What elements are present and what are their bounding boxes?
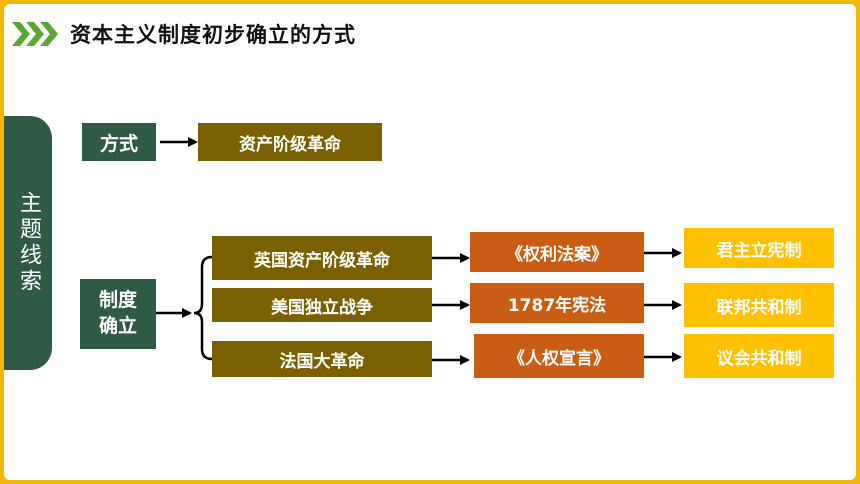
side-tab-label: 主题线索 xyxy=(16,191,41,295)
title-bar: 资本主义制度初步确立的方式 xyxy=(12,16,356,52)
method-label-box: 方式 xyxy=(82,123,156,161)
event-box: 美国独立战争 xyxy=(212,288,432,322)
connector-lines xyxy=(156,137,682,365)
system-label-box: 制度 确立 xyxy=(80,279,156,349)
chevron-icon xyxy=(12,20,60,48)
event-box: 法国大革命 xyxy=(212,341,432,377)
slide: 资本主义制度初步确立的方式 主题线索 方式 资产阶级革命 制度 确立 英 xyxy=(4,4,856,480)
result-box: 议会共和制 xyxy=(684,334,834,378)
event-box: 英国资产阶级革命 xyxy=(212,236,432,280)
page-title: 资本主义制度初步确立的方式 xyxy=(70,23,356,47)
result-box: 君主立宪制 xyxy=(684,228,834,268)
document-box: 《权利法案》 xyxy=(470,232,644,272)
document-box: 1787年宪法 xyxy=(470,283,644,323)
method-value-box: 资产阶级革命 xyxy=(198,123,382,161)
side-tab: 主题线索 xyxy=(4,116,52,370)
system-label-line1: 制度 xyxy=(98,289,137,312)
result-box: 联邦共和制 xyxy=(684,283,834,327)
document-box: 《人权宣言》 xyxy=(474,334,644,378)
brace xyxy=(193,255,213,361)
system-label-line2: 确立 xyxy=(98,315,137,337)
